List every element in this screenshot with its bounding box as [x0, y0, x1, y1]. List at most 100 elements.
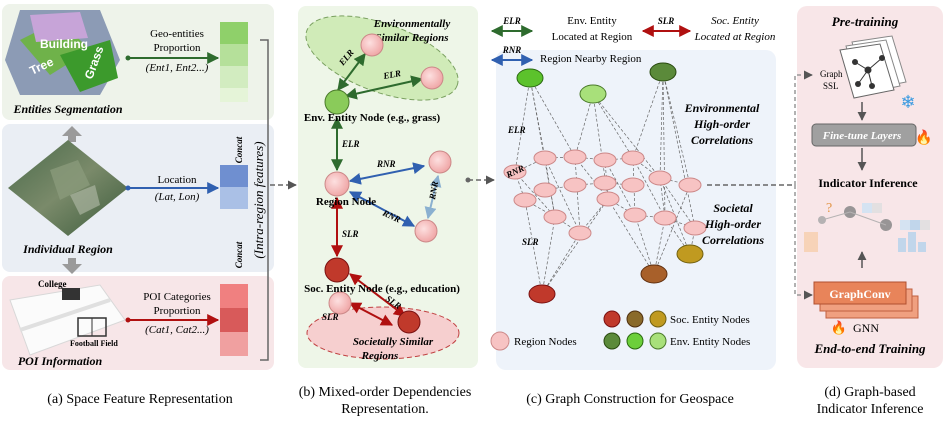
- geo-entities-label: Geo-entities: [150, 28, 204, 40]
- graph-ssl-label-2: SSL: [823, 81, 839, 91]
- env-similar-label-2: Similar Regions: [375, 32, 448, 44]
- to-e2e-connector: [794, 185, 813, 300]
- fire-icon: 🔥: [915, 129, 932, 146]
- region-node-label: Region Node: [316, 196, 376, 208]
- graphconv-label: GraphConv: [829, 287, 890, 301]
- pretraining-title: Pre-training: [832, 14, 899, 29]
- legend-env-node: [603, 332, 621, 350]
- region-node: [563, 177, 587, 193]
- soc-entity-node: [397, 310, 421, 334]
- region-node: [653, 210, 677, 226]
- region-node: [593, 175, 617, 191]
- legend-elr-label: ELR: [502, 16, 521, 26]
- gnn-label: GNN: [853, 321, 879, 335]
- e2e-training-title: End-to-end Training: [813, 341, 926, 356]
- region-node: [420, 66, 444, 90]
- panel-a: Building Tree Grass Entities Segmentatio…: [2, 4, 297, 407]
- region-node: [621, 177, 645, 193]
- env-similar-label-1: Environmentally: [373, 18, 451, 30]
- region-node: [648, 170, 672, 186]
- geo-proportion-label: Proportion: [153, 42, 201, 54]
- geo-feature-vector: [220, 22, 248, 102]
- legend-env-node: [649, 332, 667, 350]
- env-entity-node: [324, 89, 350, 115]
- legend-soc-node: [626, 310, 644, 328]
- slr-label: SLR: [342, 229, 359, 239]
- building-label: Building: [40, 37, 88, 51]
- soc-high-order-label-1: Societal: [713, 201, 753, 215]
- region-nodes: [503, 149, 707, 241]
- region-node: [543, 209, 567, 225]
- intra-region-label: (Intra-region features): [251, 141, 266, 258]
- caption-b-line-1: (b) Mixed-order Dependencies: [299, 385, 472, 400]
- caption-d-line-1: (d) Graph-based: [824, 385, 915, 400]
- caption-d-line-2: Indicator Inference: [817, 402, 924, 417]
- rnr-edge-2: [348, 191, 416, 227]
- region-node: [324, 171, 350, 197]
- slr-edge-2: [349, 273, 406, 317]
- up-arrow-icon: [62, 126, 82, 142]
- region-node: [328, 291, 352, 315]
- region-node: [596, 191, 620, 207]
- poi-information-title: POI Information: [18, 354, 103, 368]
- env-entity-node: [579, 84, 607, 104]
- region-node: [513, 192, 537, 208]
- env-high-order-label-1: Environmental: [684, 101, 760, 115]
- rnr-label: RNR: [427, 180, 440, 201]
- rnr-edge-3: [424, 174, 442, 220]
- question-icon: ?: [826, 201, 832, 216]
- legend-slr-text-2: Located at Region: [694, 31, 776, 43]
- segmentation-image: Building Tree Grass: [5, 10, 120, 95]
- location-feature-vector: [220, 165, 248, 209]
- env-high-order-label-2: High-order: [693, 117, 750, 131]
- poi-categories-label: POI Categories: [143, 291, 211, 303]
- indicator-inference-title: Indicator Inference: [818, 176, 918, 190]
- inference-graph-icon: ?: [804, 201, 930, 252]
- legend-env-entity-nodes-text: Env. Entity Nodes: [670, 336, 750, 348]
- elr-label: ELR: [382, 68, 402, 81]
- panel-c: ELR Env. Entity Located at Region SLR So…: [490, 15, 795, 407]
- soc-similar-ellipse: [306, 306, 460, 360]
- env-entity-node: [649, 62, 677, 82]
- rnr-edge-1: [348, 162, 426, 185]
- region-node: [414, 219, 438, 243]
- graph-ssl-label-1: Graph: [820, 69, 843, 79]
- region-node: [503, 164, 527, 180]
- region-node: [593, 152, 617, 168]
- region-node: [360, 33, 384, 57]
- football-field-label: Football Field: [70, 339, 118, 348]
- legend-soc-node: [603, 310, 621, 328]
- elr-edge-1: [337, 53, 366, 91]
- elr-edge-2: [344, 75, 424, 100]
- panel-d-background: [797, 6, 943, 368]
- region-node: [678, 177, 702, 193]
- legend-rnr-text: Region Nearby Region: [540, 53, 642, 65]
- caption-b-line-2: Representation.: [341, 402, 428, 417]
- soc-entity-node: [528, 284, 556, 304]
- legend-soc-node: [649, 310, 667, 328]
- legend-slr-text-1: Soc. Entity: [711, 15, 759, 27]
- env-entity-node: [516, 68, 544, 88]
- elr-label: ELR: [341, 139, 360, 149]
- legend-rnr-label: RNR: [502, 45, 522, 55]
- soc-entity-node: [324, 257, 350, 283]
- soc-high-order-label-2: High-order: [704, 217, 761, 231]
- soc-similar-label-1: Societally Similar: [353, 336, 434, 348]
- legend-env-node: [626, 332, 644, 350]
- slr-label: SLR: [522, 237, 539, 247]
- soc-entity-node: [676, 244, 704, 264]
- panel-b: Environmentally Similar Regions ELR ELR …: [298, 6, 495, 417]
- geo-list-label: (Ent1, Ent2...): [146, 62, 209, 74]
- caption-c: (c) Graph Construction for Geospace: [526, 392, 734, 407]
- soc-high-order-label-3: Correlations: [702, 233, 764, 247]
- legend-region-nodes-text: Region Nodes: [514, 336, 577, 348]
- region-node: [533, 182, 557, 198]
- entities-segmentation-title: Entities Segmentation: [12, 102, 122, 116]
- legend-elr-text-1: Env. Entity: [567, 15, 617, 27]
- poi-proportion-label: Proportion: [153, 305, 201, 317]
- graph-ssl-icon: [839, 35, 907, 99]
- legend-elr-text-2: Located at Region: [552, 31, 633, 43]
- bracket: [260, 39, 269, 361]
- poi-list-label: (Cat1, Cat2...): [145, 324, 209, 336]
- lat-lon-label: (Lat, Lon): [155, 191, 200, 203]
